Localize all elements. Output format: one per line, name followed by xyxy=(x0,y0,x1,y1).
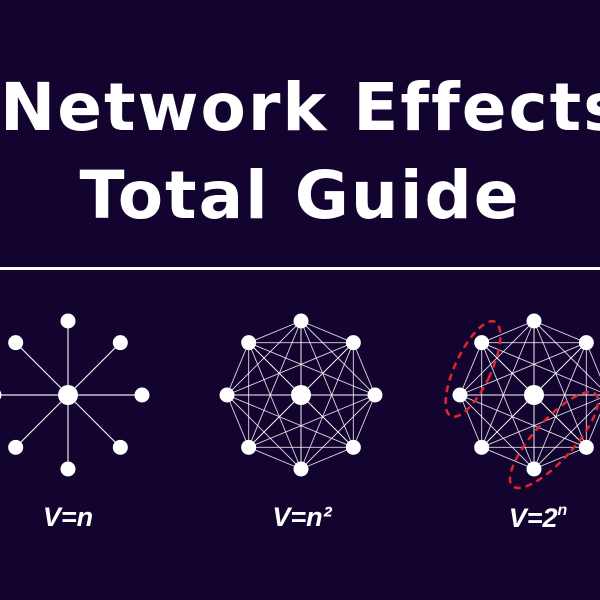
edge-metcalfe-7-8 xyxy=(226,342,250,396)
node-reed-3 xyxy=(578,439,594,455)
node-linear-center xyxy=(58,385,78,405)
edge-metcalfe-3-6 xyxy=(248,394,376,448)
node-metcalfe-7 xyxy=(241,335,257,351)
node-reed-7 xyxy=(474,335,490,351)
edge-reed-3-8 xyxy=(481,342,600,393)
edge-metcalfe-4-5 xyxy=(300,446,354,470)
edge-reed-2-5 xyxy=(533,342,587,470)
edge-metcalfe-5-6 xyxy=(248,446,302,470)
edge-reed-2-7 xyxy=(459,342,587,396)
node-linear-7 xyxy=(8,335,24,351)
caption-linear: V=n xyxy=(0,502,148,533)
edge-metcalfe-2-7 xyxy=(226,342,354,396)
node-metcalfe-1 xyxy=(345,335,361,351)
node-metcalfe-2 xyxy=(367,387,383,403)
node-metcalfe-0 xyxy=(293,313,309,329)
node-linear-0 xyxy=(60,313,76,329)
caption-metcalfe: V=n² xyxy=(222,502,382,533)
edge-reed-5-6 xyxy=(481,446,535,470)
edge-metcalfe-5-8 xyxy=(248,342,302,470)
edge-metcalfe-1-2 xyxy=(300,320,354,344)
edge-metcalfe-3-4 xyxy=(352,394,376,448)
formula-metcalfe: V=n² xyxy=(272,502,332,532)
node-reed-5 xyxy=(474,439,490,455)
node-reed-0 xyxy=(526,313,542,329)
node-metcalfe-6 xyxy=(219,387,235,403)
edge-metcalfe-2-3 xyxy=(352,342,376,396)
edge-reed-1-2 xyxy=(533,320,587,344)
edge-reed-1-8 xyxy=(481,320,535,344)
edge-reed-2-3 xyxy=(585,342,600,377)
edge-reed-1-6 xyxy=(481,320,535,448)
node-linear-1 xyxy=(112,335,128,351)
node-metcalfe-center xyxy=(291,385,311,405)
edge-reed-1-4 xyxy=(533,320,587,448)
node-reed-4 xyxy=(526,461,542,477)
edge-reed-5-8 xyxy=(481,342,535,470)
divider xyxy=(0,267,600,270)
edge-reed-7-8 xyxy=(459,342,483,396)
title-line-1: Network Effects xyxy=(0,69,600,146)
edge-metcalfe-1-6 xyxy=(248,320,302,448)
node-reed-6 xyxy=(452,387,468,403)
title-line-2: Total Guide xyxy=(79,157,521,234)
node-linear-3 xyxy=(112,439,128,455)
node-metcalfe-5 xyxy=(241,439,257,455)
edge-reed-4-7 xyxy=(459,394,587,448)
node-linear-2 xyxy=(134,387,150,403)
edge-reed-6-7 xyxy=(459,394,483,448)
formula-linear: V=n xyxy=(42,502,94,532)
node-reed-1 xyxy=(578,335,594,351)
edge-metcalfe-1-8 xyxy=(248,320,302,344)
edge-metcalfe-2-5 xyxy=(300,342,354,470)
edge-metcalfe-6-7 xyxy=(226,394,250,448)
edge-reed-5-7 xyxy=(459,394,535,470)
edge-linear-hub-7 xyxy=(15,342,69,396)
edge-linear-hub-5 xyxy=(15,394,69,448)
group-outline-left xyxy=(444,320,502,418)
edge-reed-3-5 xyxy=(533,402,600,470)
formula-reed-superscript: n xyxy=(557,502,568,519)
caption-reed: V=2n xyxy=(458,502,600,534)
node-metcalfe-3 xyxy=(345,439,361,455)
node-linear-6 xyxy=(0,390,2,400)
formula-reed: V=2 xyxy=(508,503,558,533)
edge-reed-1-3 xyxy=(533,320,600,388)
edge-linear-hub-3 xyxy=(67,394,121,448)
node-linear-5 xyxy=(8,439,24,455)
edge-metcalfe-5-7 xyxy=(226,394,302,470)
edge-reed-3-4 xyxy=(585,413,600,448)
node-reed-center xyxy=(524,385,544,405)
edge-reed-4-5 xyxy=(533,446,587,470)
group-outline-right xyxy=(508,390,600,490)
edge-linear-hub-1 xyxy=(67,342,121,396)
edge-metcalfe-4-7 xyxy=(226,394,354,448)
edge-metcalfe-3-8 xyxy=(248,342,376,396)
node-linear-4 xyxy=(60,461,76,477)
node-metcalfe-4 xyxy=(293,461,309,477)
edge-metcalfe-1-4 xyxy=(300,320,354,448)
